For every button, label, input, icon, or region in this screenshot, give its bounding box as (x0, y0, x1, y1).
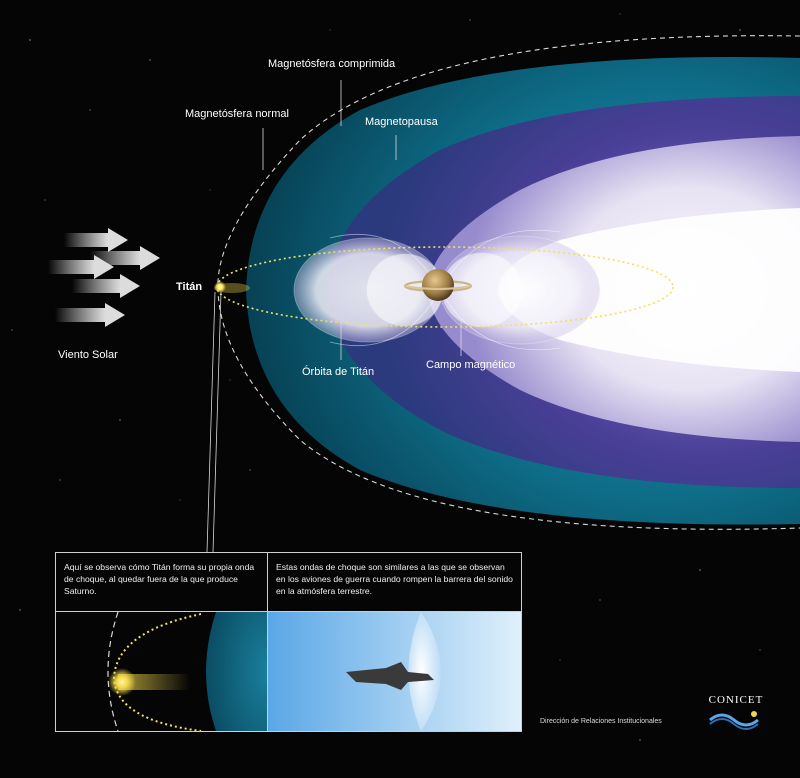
inset-illustrations (56, 612, 521, 731)
star-field (11, 13, 761, 741)
titan-body (214, 281, 250, 293)
titan-orbit (216, 246, 674, 328)
inset-titan-trail (118, 674, 190, 690)
conicet-logo: CONICET (700, 694, 772, 734)
label-magnetic-field: Campo magnético (426, 359, 516, 371)
inset-caption-titan: Aquí se observa cómo Titán forma su prop… (56, 553, 268, 611)
field-line-lower (329, 289, 561, 351)
solar-wind-arrows (48, 228, 160, 327)
leader-lines (206, 80, 462, 553)
saturn (403, 269, 473, 301)
inset-shock-cone (408, 612, 441, 731)
footer-department: Dirección de Relaciones Institucionales (540, 718, 662, 725)
inset-caption-aircraft: Estas ondas de choque son similares a la… (276, 562, 513, 596)
label-magnetopause: Magnetopausa (365, 116, 438, 128)
label-titan: Titán (176, 281, 203, 293)
label-titan-orbit: Órbita de Titán (302, 366, 375, 378)
magnetosphere-tail (498, 208, 800, 372)
conicet-logo-mark (709, 711, 759, 730)
conicet-logo-text: CONICET (708, 694, 764, 706)
label-normal-magnetosphere: Magnetósfera normal (185, 108, 289, 120)
label-compressed-magnetosphere: Magnetósfera comprimida (268, 58, 396, 70)
inset-divider-horizontal (56, 611, 521, 612)
label-solar-wind: Viento Solar (58, 349, 118, 361)
shock-wave-inset: Aquí se observa cómo Titán forma su prop… (55, 552, 522, 732)
inset-magnetosphere-edge (206, 612, 267, 731)
inset-jet-silhouette (346, 662, 434, 690)
inset-divider-vertical (267, 611, 268, 731)
inset-titan (108, 668, 136, 696)
inset-bow-shock-dashed (107, 612, 119, 731)
